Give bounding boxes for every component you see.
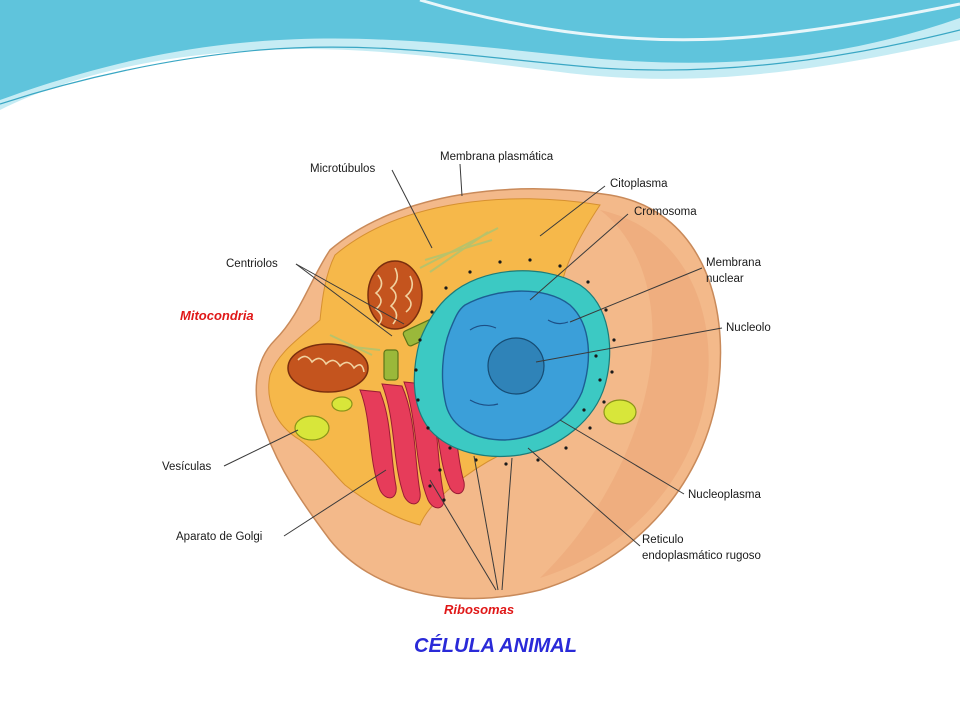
cell-shading (540, 210, 709, 578)
label-cromosoma: Cromosoma (634, 206, 697, 218)
label-reticulo-2: endoplasmático rugoso (642, 550, 761, 562)
label-citoplasma: Citoplasma (610, 178, 668, 190)
label-microtubulos: Microtúbulos (310, 163, 375, 175)
chromosomes (469, 319, 569, 406)
header-wave-highlight (419, 0, 960, 42)
vesicles (294, 396, 637, 441)
label-membrana-nuclear-2: nuclear (706, 273, 744, 285)
header-wave-decoration (0, 0, 960, 110)
header-wave-line (0, 29, 960, 105)
leader-lines (223, 163, 723, 591)
label-membrana-nuclear-1: Membrana (706, 257, 762, 269)
header-wave-front (0, 0, 960, 100)
mitochondrion-lower (287, 343, 369, 393)
diagram-title: CÉLULA ANIMAL (414, 634, 577, 657)
nucleolus (487, 337, 545, 395)
label-nucleoplasma: Nucleoplasma (688, 489, 761, 501)
label-centriolos: Centriolos (226, 258, 278, 270)
label-aparato-golgi: Aparato de Golgi (176, 531, 262, 543)
label-mitocondria: Mitocondria (180, 308, 254, 323)
label-membrana-plasmatica: Membrana plasmática (440, 151, 554, 163)
golgi-apparatus (359, 381, 465, 509)
ribosomes (414, 258, 616, 502)
label-nucleolo: Nucleolo (726, 322, 771, 334)
label-vesiculas: Vesículas (162, 461, 211, 473)
label-reticulo-1: Reticulo (642, 534, 684, 546)
label-ribosomas: Ribosomas (444, 602, 514, 617)
